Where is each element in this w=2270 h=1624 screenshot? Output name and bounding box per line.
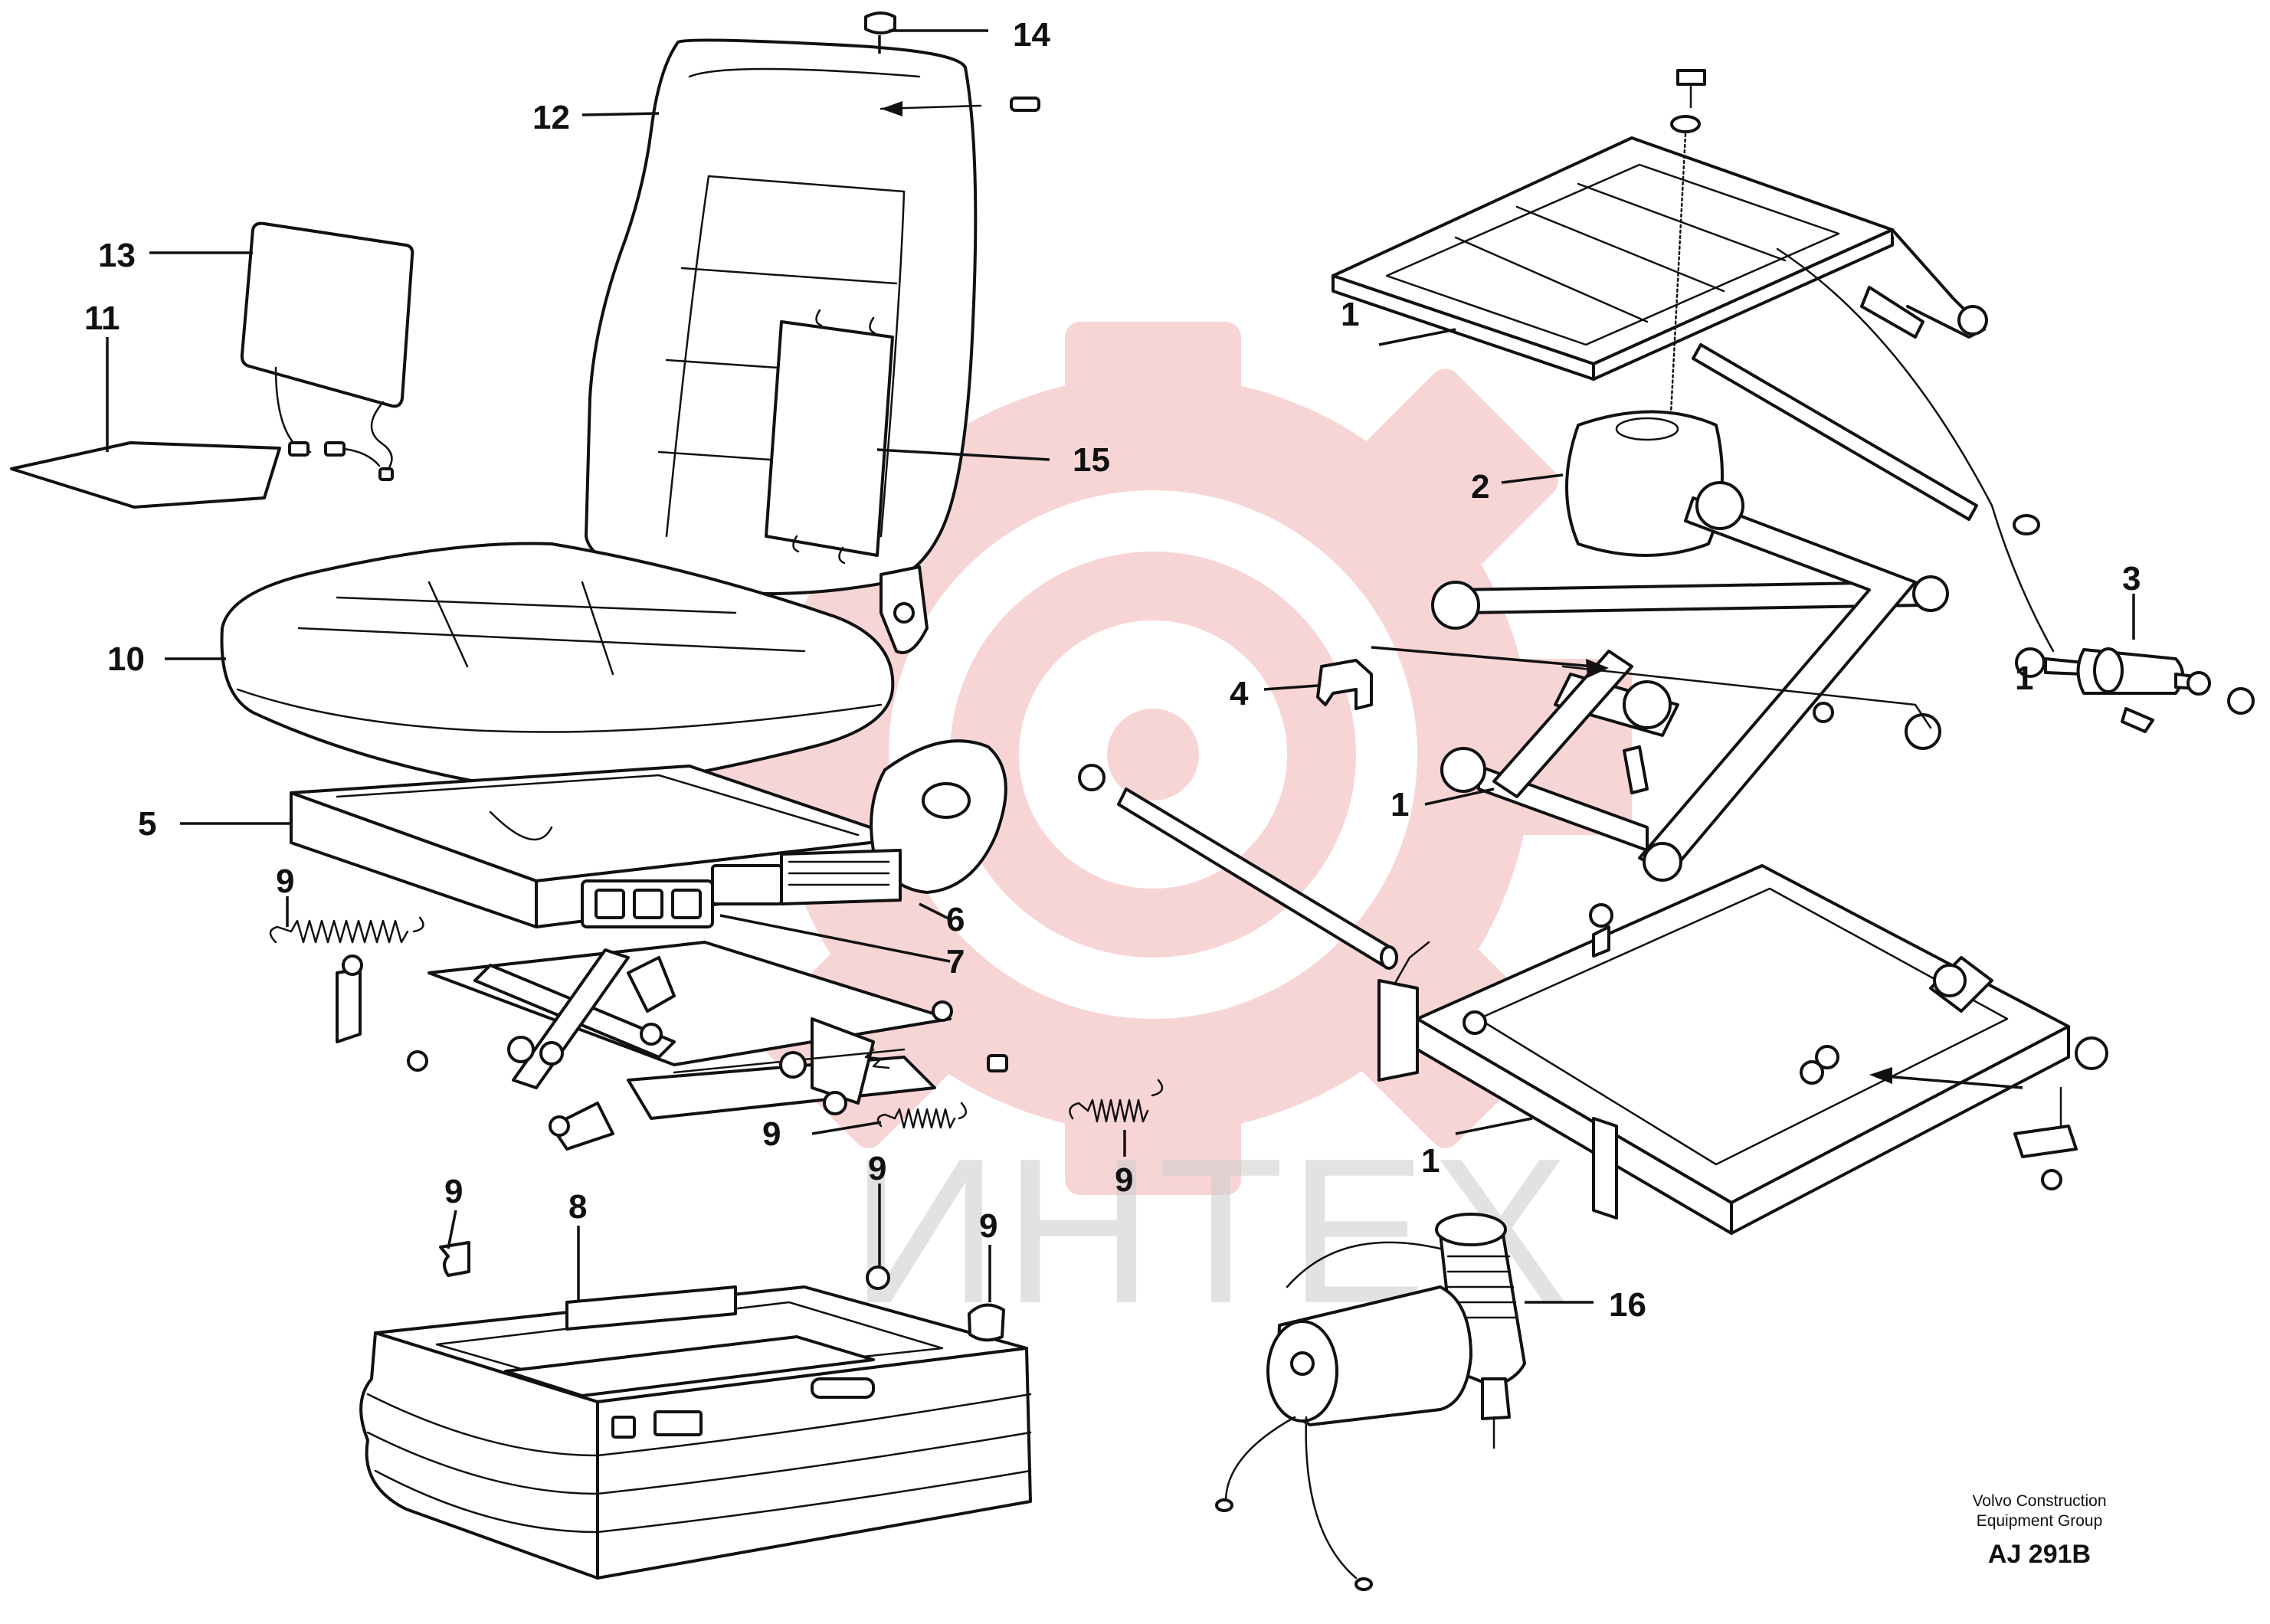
part-spring-left — [269, 916, 424, 944]
callout-7: 7 — [946, 943, 965, 981]
callout-2: 2 — [1471, 468, 1489, 506]
callout-9-nut: 9 — [868, 1150, 886, 1187]
callout-15: 15 — [1073, 441, 1110, 479]
callout-5: 5 — [138, 805, 156, 843]
callout-1-rod: 1 — [2015, 660, 2033, 697]
callout-9-clip: 9 — [444, 1173, 463, 1210]
callout-11: 11 — [84, 300, 120, 337]
part-slide-mechanism — [336, 941, 1008, 1151]
callout-1-base-frame: 1 — [1421, 1142, 1440, 1180]
part-air-compressor — [1215, 1213, 1526, 1591]
part-slide-handle — [780, 739, 1007, 905]
callout-1-upper-frame: 1 — [1341, 296, 1359, 333]
part-heating-element — [240, 221, 414, 481]
part-cushion-pad — [10, 441, 281, 509]
callout-4: 4 — [1230, 675, 1249, 712]
credit-line-2: Equipment Group — [1977, 1512, 2103, 1530]
part-9-clamp — [968, 1303, 1005, 1342]
credit-block: Volvo Construction Equipment Group AJ 29… — [1972, 1492, 2106, 1569]
part-switch-block — [581, 864, 783, 928]
part-rod-upper — [1692, 247, 2055, 653]
credit-line-1: Volvo Construction — [1972, 1492, 2106, 1510]
part-bump-stop — [1565, 410, 1724, 557]
callout-6: 6 — [946, 901, 965, 938]
leader-lines — [106, 29, 2135, 1304]
callout-13: 13 — [98, 237, 136, 274]
part-lumbar-panel — [765, 309, 894, 565]
callout-9-spring-right: 9 — [1115, 1161, 1133, 1199]
part-knob — [864, 11, 1040, 116]
part-long-rod — [1078, 764, 1398, 970]
part-spring-right — [1069, 1079, 1164, 1123]
part-shock-absorber — [2015, 647, 2255, 733]
callout-9-spring-left: 9 — [276, 863, 294, 900]
callout-9-spring-center: 9 — [762, 1115, 781, 1153]
callout-9-clamp: 9 — [979, 1207, 997, 1245]
part-spring-center — [876, 1102, 967, 1129]
callout-labels: 1 1 1 1 2 3 4 5 6 7 8 9 9 9 9 9 9 9 10 1… — [84, 16, 2141, 1324]
callout-12: 12 — [532, 99, 570, 136]
part-9-nut — [866, 1265, 890, 1290]
callout-1-scissor: 1 — [1390, 786, 1409, 823]
callout-8: 8 — [568, 1188, 587, 1226]
part-bellows-cover — [359, 1285, 1032, 1580]
part-bracket — [1316, 646, 1609, 710]
part-base-frame — [1377, 864, 2108, 1235]
part-9-clip — [439, 1241, 470, 1277]
part-seat-cushion — [220, 542, 895, 792]
drawing-code: AJ 291B — [1988, 1540, 2091, 1569]
part-scissor-linkage — [1431, 481, 1949, 882]
callout-16: 16 — [1609, 1286, 1646, 1324]
callout-10: 10 — [107, 640, 145, 678]
part-upper-frame — [1332, 69, 1988, 431]
callout-14: 14 — [1013, 16, 1050, 54]
callout-3: 3 — [2122, 560, 2141, 598]
